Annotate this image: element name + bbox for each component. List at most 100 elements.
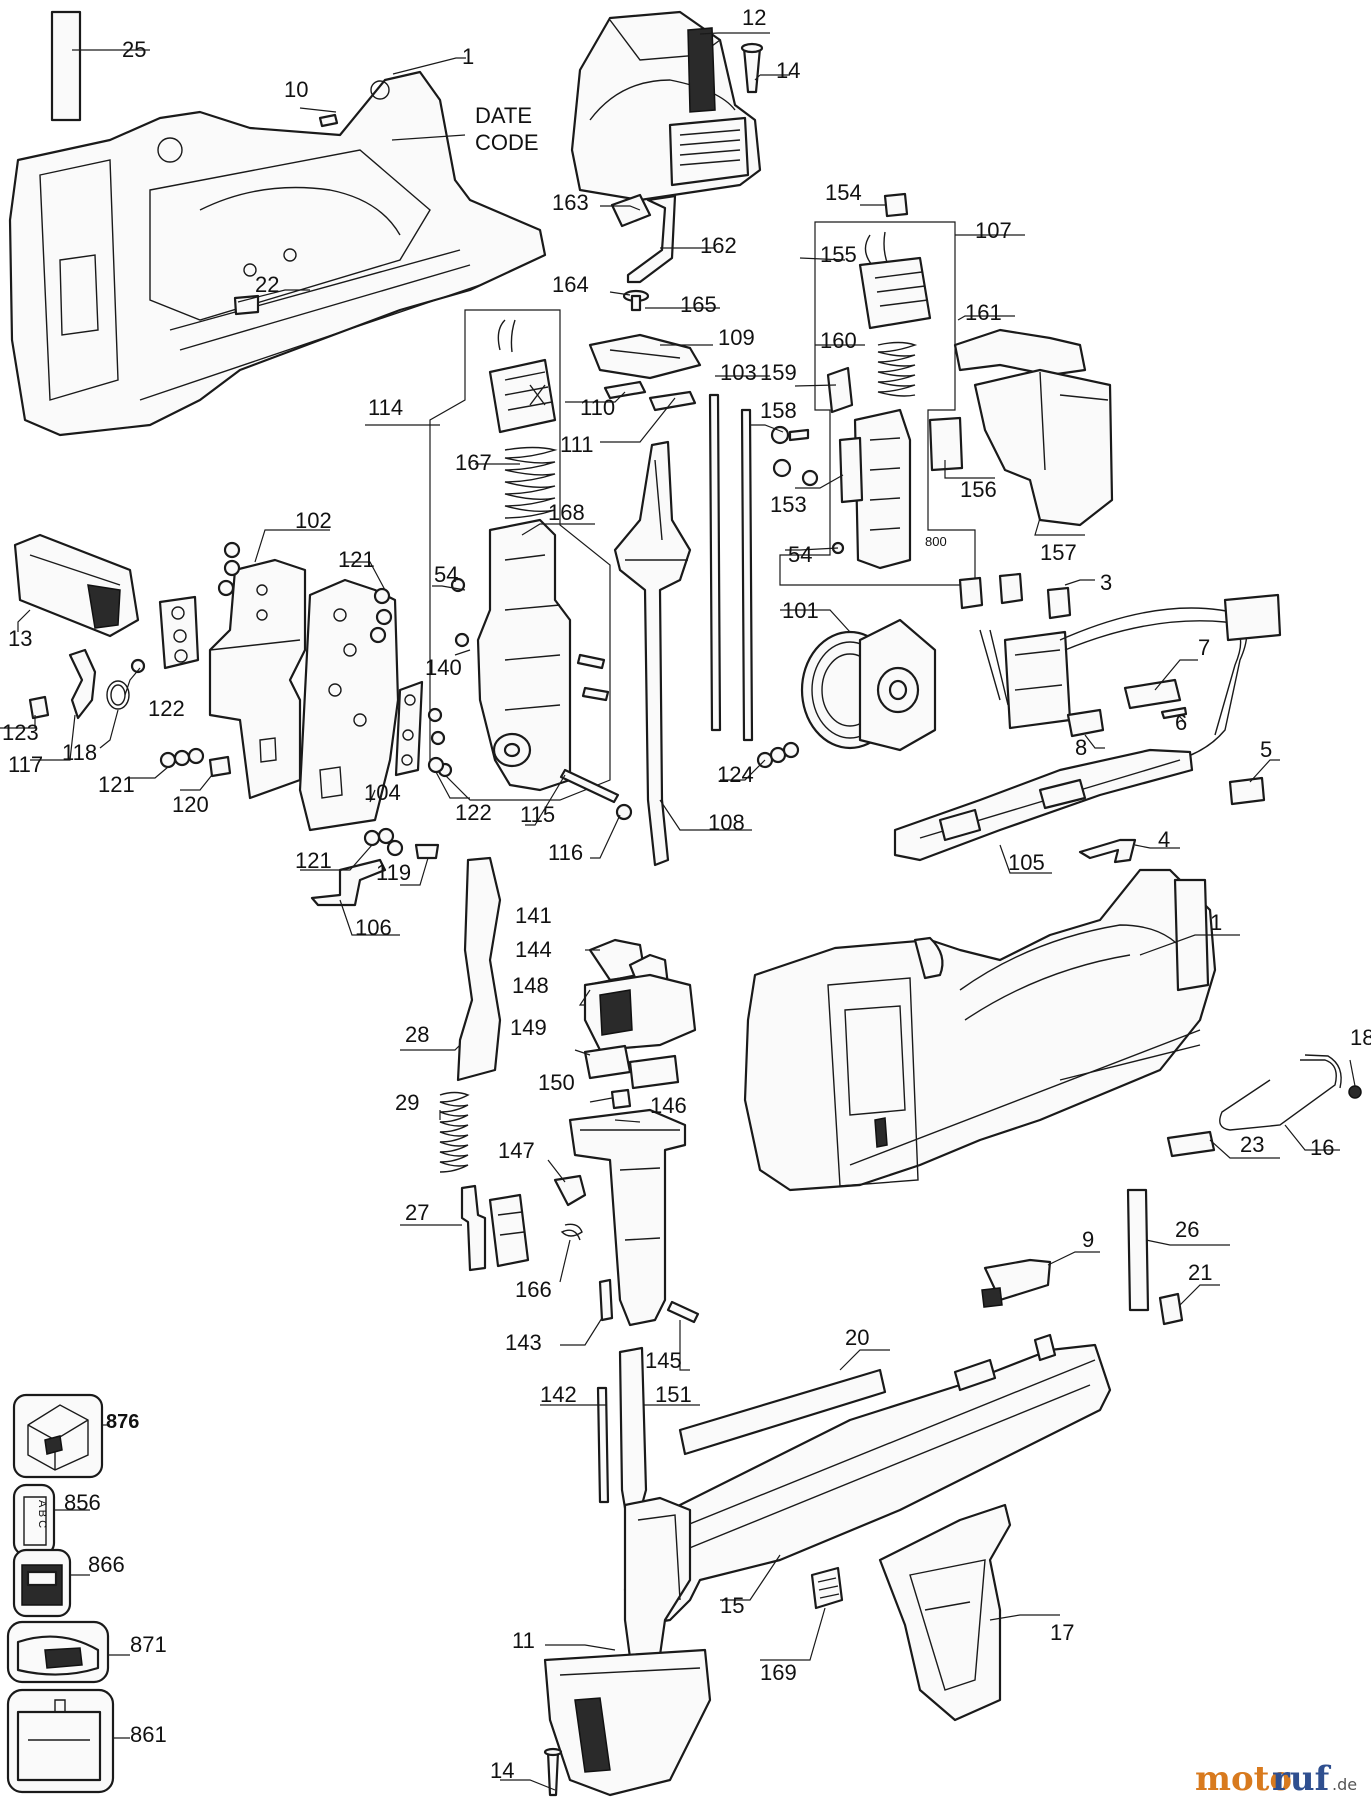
rod-142 [596,1386,610,1504]
switch-trigger [1003,630,1072,730]
callout-861: 861 [130,1722,167,1747]
callout-25: 25 [122,37,146,62]
label-abc: A B C [36,1500,48,1528]
led-8 [1066,708,1105,738]
watermark-ruf: ruf [1272,1759,1332,1799]
block-150 [610,1088,632,1110]
callout-103: 103 [720,360,757,385]
callout-164: 164 [552,272,589,297]
callout-168: 168 [548,500,585,525]
callout-108: 108 [708,810,745,835]
board-105 [893,748,1194,862]
rods-103 [708,393,754,742]
watermark-logo: moto ruf .de [1195,1759,1357,1799]
callout-13: 13 [8,626,32,651]
date-code-line1: DATE [475,103,532,128]
pad-156 [928,416,964,472]
accessory-866 [12,1548,72,1618]
washers-121-a [369,587,393,644]
label-strip-25 [50,10,82,122]
callout-17: 17 [1050,1620,1074,1645]
callout-866: 866 [88,1552,125,1577]
callout-142: 142 [540,1382,577,1407]
callout-157: 157 [1040,540,1077,565]
callout-156: 156 [960,477,997,502]
callout-9: 9 [1082,1227,1094,1252]
side-plate-104 [298,578,400,832]
callout-144: 144 [515,937,552,962]
callout-123: 123 [2,720,39,745]
frame-assembly [853,408,912,570]
solenoid-box-114 [429,309,611,801]
callout-800: 800 [925,534,947,549]
housing-left-half [8,70,547,437]
coil-155 [858,231,932,330]
label-23 [1166,1130,1216,1158]
callout-101: 101 [782,598,819,623]
driver-blade-108 [613,440,692,867]
callout-22: 22 [255,272,279,297]
watermark-tld: .de [1332,1775,1357,1794]
callout-165: 165 [680,292,717,317]
callout-labels: 25 1 10 DATE CODE 22 12 14 163 162 164 1… [2,5,1371,1783]
callout-115: 115 [520,802,555,827]
callout-121-b: 121 [98,772,135,797]
callout-104: 104 [364,780,401,805]
link-plate-right [394,680,453,778]
pin-14-top [740,42,764,94]
callout-153: 153 [770,492,807,517]
screws-158 [770,425,819,487]
callout-4: 4 [1158,827,1170,852]
accessory-861 [6,1688,115,1794]
callout-105: 105 [1008,850,1045,875]
callout-28: 28 [405,1022,429,1047]
callout-121-a: 121 [338,547,375,572]
callout-114: 114 [368,395,403,420]
callout-122-a: 122 [148,696,185,721]
callout-54-mid: 54 [434,562,458,587]
callout-106: 106 [355,915,392,940]
callout-141: 141 [515,903,552,928]
nose-assembly [623,1496,692,1697]
rod-151 [618,1346,648,1516]
screw-119 [414,843,440,860]
washers-121-c [363,827,404,857]
clip-5 [1228,776,1266,806]
guide-146 [568,1108,687,1327]
callout-147: 147 [498,1138,535,1163]
plate-159 [826,366,854,414]
callout-16: 16 [1310,1135,1334,1160]
callout-161: 161 [965,300,1002,325]
callout-10: 10 [284,77,308,102]
callout-15: 15 [720,1593,744,1618]
screw-123 [28,695,50,720]
nose-11 [543,1648,712,1797]
callout-871: 871 [130,1632,167,1657]
pins-solenoid [576,653,610,702]
washers-121-b [159,747,205,769]
callout-18: 18 [1350,1025,1371,1050]
coil-connector [488,319,557,434]
callout-154: 154 [825,180,862,205]
callout-21: 21 [1188,1260,1212,1285]
housing-right-half [743,868,1217,1192]
screw-10 [318,113,339,128]
cover-17 [878,1503,1012,1722]
callout-20: 20 [845,1325,869,1350]
bracket-157 [973,368,1114,527]
callout-119: 119 [376,860,411,885]
callout-143: 143 [505,1330,542,1355]
bracket-27 [488,1193,530,1268]
callout-150: 150 [538,1070,575,1095]
callout-1-mid: 1 [1210,910,1222,935]
lever-161 [953,328,1087,377]
callout-11: 11 [512,1628,535,1653]
pin-14-bottom [543,1747,563,1797]
spring-160 [877,341,918,397]
callout-7: 7 [1198,635,1210,660]
callout-26: 26 [1175,1217,1199,1242]
wiring-harness [979,593,1282,766]
date-code-line2: CODE [475,130,539,155]
callout-6: 6 [1175,710,1187,735]
